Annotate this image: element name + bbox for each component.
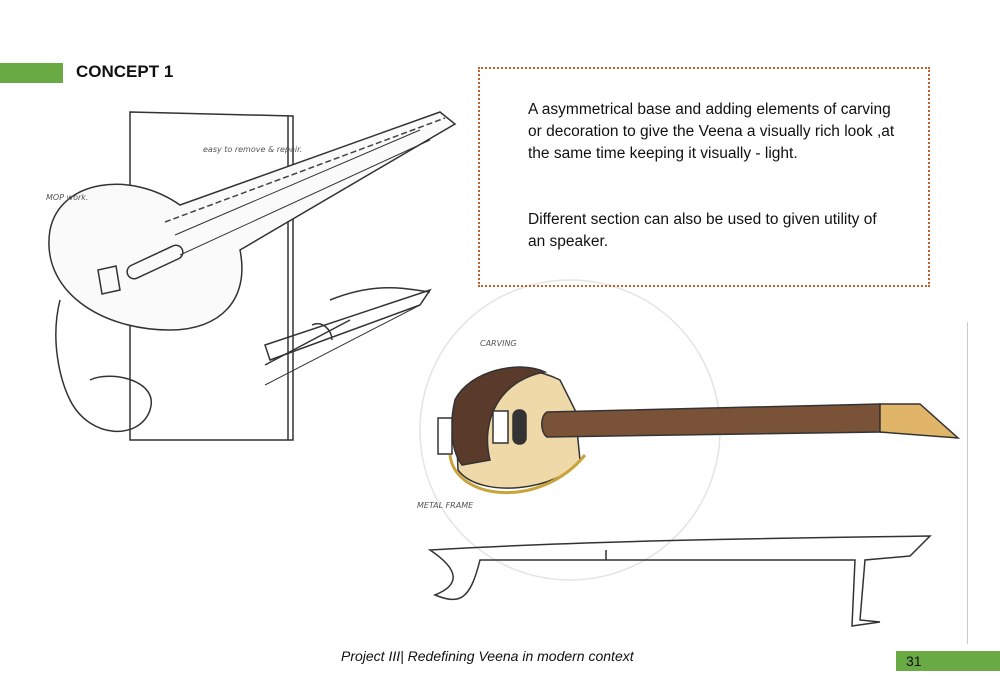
page-title: CONCEPT 1: [76, 62, 174, 81]
divider-line: [967, 322, 968, 644]
description-paragraph-2: Different section can also be used to gi…: [528, 211, 877, 250]
note-carving: CARVING: [480, 339, 517, 348]
sketch-concept-side: [419, 279, 961, 627]
note-mop: MOP work.: [46, 193, 88, 202]
title-accent-bar: [0, 63, 63, 83]
note-repair: easy to remove & repair.: [203, 145, 302, 154]
description-box: A asymmetrical base and adding elements …: [478, 67, 930, 287]
footer-project-title: Project III| Redefining Veena in modern …: [341, 648, 634, 664]
description-paragraph-1: A asymmetrical base and adding elements …: [528, 101, 895, 162]
sketch-concept-perspective: [48, 111, 457, 441]
note-metal-frame: METAL FRAME: [417, 501, 474, 510]
page-number: 31: [896, 651, 1000, 671]
